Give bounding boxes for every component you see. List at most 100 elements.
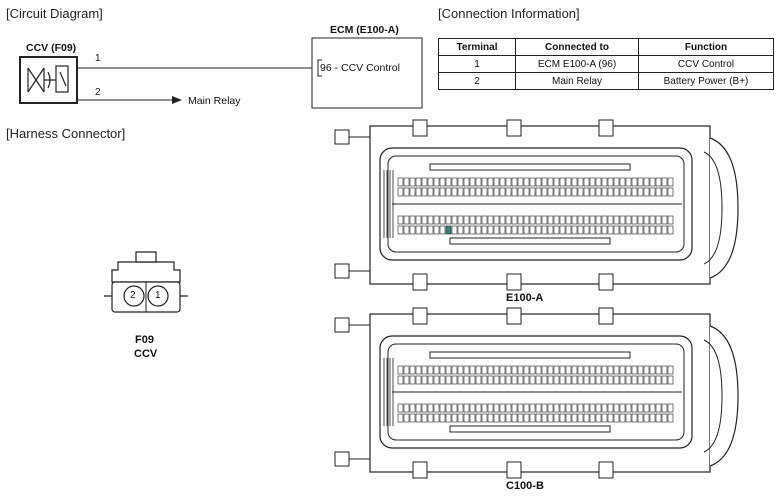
ecm-e100a-pin-91	[667, 187, 674, 197]
ecm-e100a-pin-166	[565, 225, 572, 235]
ecm-c100b-pin-106	[481, 403, 488, 413]
ecm-e100a-pin-103	[463, 215, 470, 225]
ecm-e100a-bottom-clip-1	[506, 273, 522, 291]
ecm-c100b-pin-124	[589, 403, 596, 413]
ecm-e100a-pin-106	[481, 215, 488, 225]
ecm-e100a-pin-30	[577, 177, 584, 187]
ecm-e100a-pin-143	[427, 225, 434, 235]
ecm-e100a-pin-169	[583, 225, 590, 235]
ecm-e100a-pin-117	[547, 215, 554, 225]
ecm-e100a-pin-148	[457, 225, 464, 235]
ecm-c100b-pin-76	[577, 375, 584, 385]
ecm-c100b-pin-169	[583, 413, 590, 423]
ecm-e100a-pin-146	[445, 225, 452, 235]
ecm-e100a-pin-41	[643, 177, 650, 187]
ecm-c100b-pin-13	[475, 365, 482, 375]
ecm-c100b-pin-94	[409, 403, 416, 413]
ecm-e100a-pin-40	[637, 177, 644, 187]
ecm-e100a-pin-145	[439, 225, 446, 235]
ecm-c100b-pin-183	[667, 413, 674, 423]
ecm-e100a-pin-109	[499, 215, 506, 225]
ecm-e100a-pin-111	[511, 215, 518, 225]
ecm-e100a-pin-63	[499, 187, 506, 197]
ecm-c100b-pin-85	[631, 375, 638, 385]
ecm-c100b-pin-120	[565, 403, 572, 413]
ecm-e100a-pin-73	[559, 187, 566, 197]
ecm-c100b-pin-102	[457, 403, 464, 413]
ecm-e100a-pin-33	[595, 177, 602, 187]
ecm-c100b-pin-43	[655, 365, 662, 375]
ecm-e100a-pin-110	[505, 215, 512, 225]
ecm-c100b-pin-38	[625, 365, 632, 375]
ecm-c100b-pin-182	[661, 413, 668, 423]
ecm-e100a-pin-2	[409, 177, 416, 187]
ecm-c100b-pin-68	[529, 375, 536, 385]
arrow-to-main-relay-icon	[172, 96, 182, 104]
ecm-c100b-pin-25	[547, 365, 554, 375]
ecm-e100a-pin-62	[493, 187, 500, 197]
ecm-e100a-pin-118	[553, 215, 560, 225]
ecm-e100a-pin-147	[451, 225, 458, 235]
ecm-e100a-pin-182	[661, 225, 668, 235]
ecm-c100b-pin-168	[577, 413, 584, 423]
ecm-c100b-pin-87	[643, 375, 650, 385]
ecm-e100a-pin-52	[433, 187, 440, 197]
ecm-e100a-pin-83	[619, 187, 626, 197]
ecm-e100a-pin-12	[469, 177, 476, 187]
ecm-e100a-pin-78	[589, 187, 596, 197]
ecm-c100b-right-latch	[709, 325, 739, 467]
f09-connector-top	[111, 261, 181, 283]
ecm-e100a-pin-46	[397, 187, 404, 197]
ecm-c100b-pin-49	[415, 375, 422, 385]
ecm-c100b-pin-134	[649, 403, 656, 413]
ecm-c100b-pin-97	[427, 403, 434, 413]
ecm-c100b-pin-159	[523, 413, 530, 423]
ecm-c100b-pin-100	[445, 403, 452, 413]
ecm-e100a-pin-79	[595, 187, 602, 197]
ecm-c100b-pin-114	[529, 403, 536, 413]
ecm-e100a-pin-0	[397, 177, 404, 187]
ecm-e100a-pin-123	[583, 215, 590, 225]
ecm-e100a-pin-85	[631, 187, 638, 197]
ecm-c100b-pin-113	[523, 403, 530, 413]
ecm-c100b-pin-144	[433, 413, 440, 423]
ecm-c100b-pin-31	[583, 365, 590, 375]
ecm-e100a-pin-127	[607, 215, 614, 225]
ecm-c100b-pin-8	[445, 365, 452, 375]
ecm-c100b-pin-136	[661, 403, 668, 413]
ecm-e100a-pin-65	[511, 187, 518, 197]
ecm-e100a-pin-114	[529, 215, 536, 225]
ecm-c100b-pin-86	[637, 375, 644, 385]
ecm-title: ECM (E100-A)	[330, 24, 399, 36]
ecm-e100a-pin-134	[649, 215, 656, 225]
ecm-e100a-pin-161	[535, 225, 542, 235]
ecm-e100a-pin-55	[451, 187, 458, 197]
f09-pin-1-label: 1	[155, 290, 161, 301]
ecm-e100a-top-clip-1	[506, 119, 522, 137]
ecm-c100b-pin-161	[535, 413, 542, 423]
ecm-e100a-pin-9	[451, 177, 458, 187]
ecm-e100a-pin-20	[517, 177, 524, 187]
ecm-e100a-pin-67	[523, 187, 530, 197]
ecm-c100b-pin-122	[577, 403, 584, 413]
ecm-e100a-pin-76	[577, 187, 584, 197]
ecm-c100b-pin-34	[601, 365, 608, 375]
ecm-c100b-pin-155	[499, 413, 506, 423]
ecm-e100a-pin-11	[463, 177, 470, 187]
ecm-box	[311, 37, 423, 109]
ecm-c100b-pin-91	[667, 375, 674, 385]
ecm-e100a-pin-135	[655, 215, 662, 225]
ecm-e100a-pin-5	[427, 177, 434, 187]
ecm-e100a-pin-82	[613, 187, 620, 197]
ecm-c100b-pin-15	[487, 365, 494, 375]
ecm-c100b-pin-20	[517, 365, 524, 375]
ecm-e100a-top-clip-2	[598, 119, 614, 137]
ecm-e100a-left-tab-top	[334, 129, 350, 145]
ecm-e100a-bottom-clip-0	[412, 273, 428, 291]
ecm-c100b-left-tab-bottom	[334, 451, 350, 467]
f09-code-label: F09	[135, 334, 154, 346]
ecm-e100a-pin-159	[523, 225, 530, 235]
ecm-e100a-pin-47	[403, 187, 410, 197]
ecm-c100b-inner-rim	[387, 343, 685, 441]
ecm-e100a-pin-154	[493, 225, 500, 235]
